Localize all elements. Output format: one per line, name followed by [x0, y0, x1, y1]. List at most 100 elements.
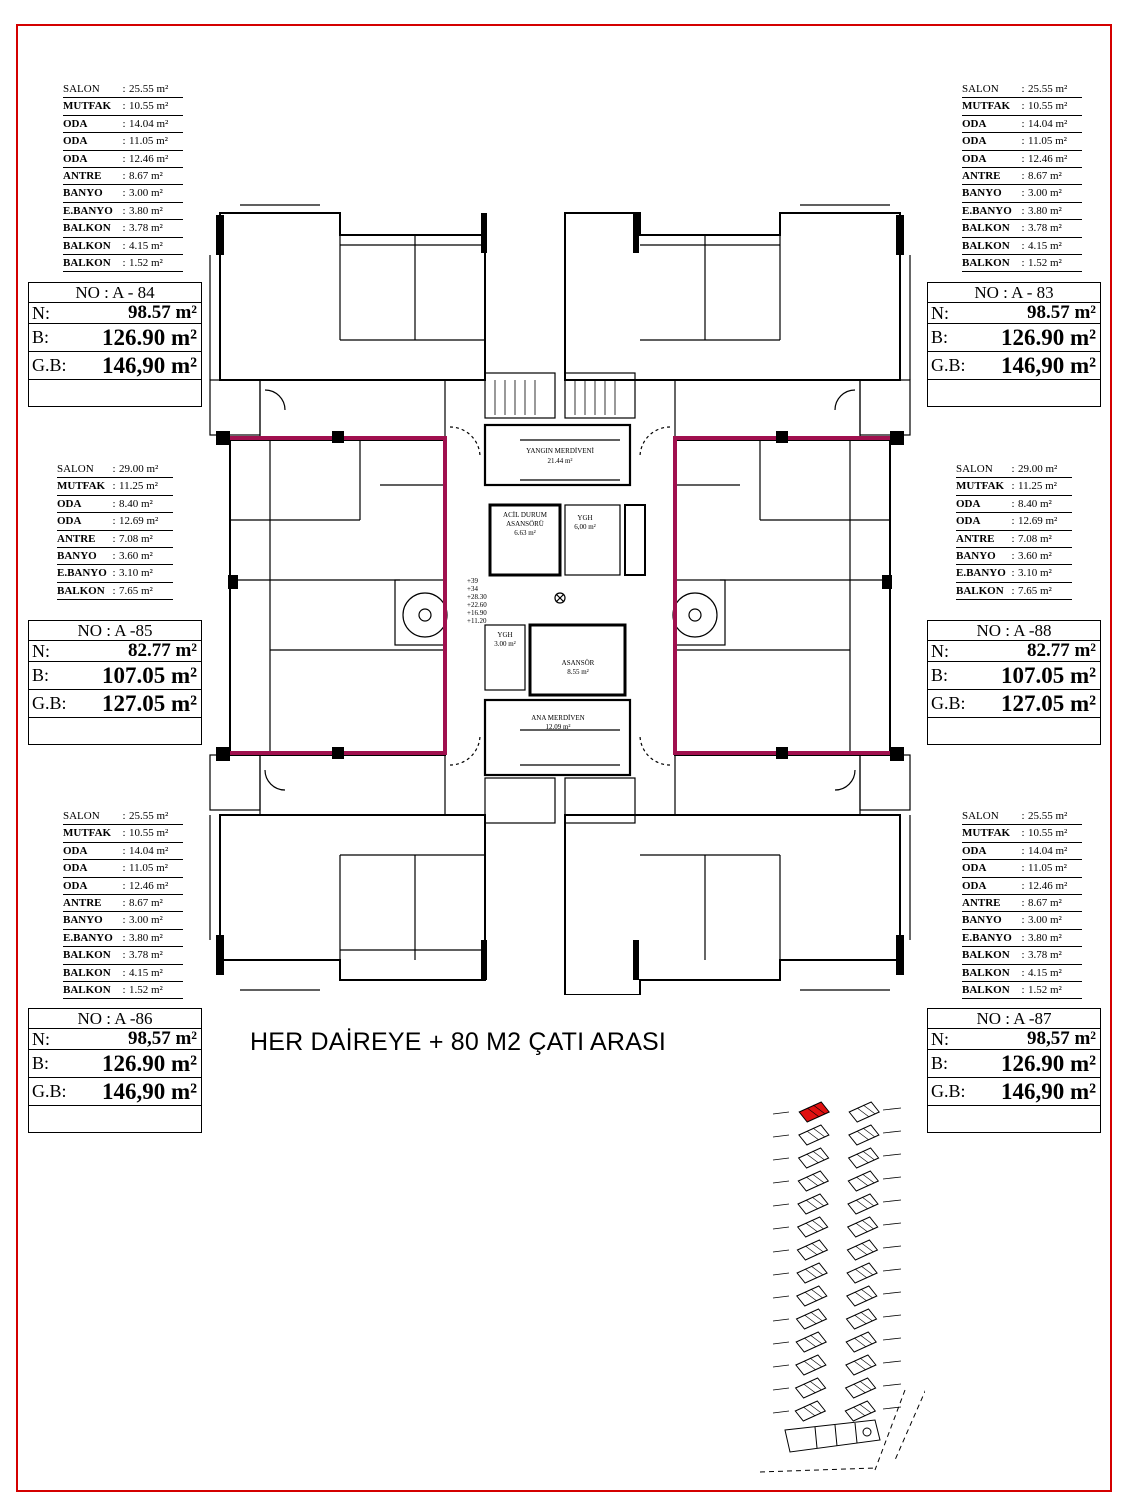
room-name: ODA	[57, 497, 82, 510]
room-name: ODA	[63, 862, 88, 875]
unit-box-a86: NO : A -86 N:98,57 m² B:126.90 m² G.B:14…	[28, 1008, 202, 1133]
room-area: 7.65 m²	[119, 584, 153, 597]
room-name: BANYO	[962, 914, 1002, 927]
gross-label: B:	[32, 665, 50, 685]
separator: :	[122, 931, 126, 944]
tower-floor-plate	[797, 1170, 830, 1192]
room-name: BANYO	[962, 187, 1002, 200]
room-name: E.BANYO	[63, 931, 113, 944]
level-tick	[772, 1203, 790, 1207]
separator: :	[1021, 117, 1025, 130]
separator: :	[1021, 879, 1025, 892]
room-row: E.BANYO:3.80 m²	[63, 930, 183, 948]
room-row: SALON:25.55 m²	[63, 808, 183, 826]
room-row: ODA:14.04 m²	[962, 116, 1082, 134]
separator: :	[1021, 862, 1025, 875]
emergency-elevator-label-1: ACİL DURUM	[503, 511, 548, 519]
level-label: +11.20	[467, 617, 487, 625]
level-tick	[772, 1341, 790, 1345]
room-name: ANTRE	[962, 897, 1001, 910]
room-name: ANTRE	[57, 532, 96, 545]
room-row: ODA:12.46 m²	[962, 151, 1082, 169]
room-row: E.BANYO:3.10 m²	[57, 565, 173, 583]
tower-floor-plate	[847, 1147, 880, 1169]
tower-floor-plate	[798, 1124, 830, 1146]
separator: :	[1011, 584, 1015, 597]
room-name: ODA	[63, 135, 88, 148]
separator: :	[1011, 567, 1015, 580]
room-area: 3.00 m²	[129, 914, 163, 927]
separator: :	[112, 515, 116, 528]
unit-number: NO : A - 83	[928, 283, 1100, 303]
level-tick	[882, 1291, 902, 1295]
room-area: 12.46 m²	[1028, 152, 1068, 165]
level-tick	[882, 1314, 902, 1318]
room-area: 12.69 m²	[1018, 515, 1058, 528]
room-area: 8.40 m²	[119, 497, 153, 510]
net-label: N:	[32, 641, 50, 661]
net-area: 98,57 m²	[1026, 1028, 1096, 1049]
total-gross-label: G.B:	[32, 355, 67, 375]
room-name: ANTRE	[63, 170, 102, 183]
separator: :	[1021, 83, 1025, 95]
room-name: MUTFAK	[956, 480, 1005, 493]
ygh-bottom-label: YGH	[497, 631, 512, 639]
room-row: E.BANYO:3.10 m²	[956, 565, 1072, 583]
fire-stair-area: 21.44 m²	[547, 457, 572, 465]
room-area: 25.55 m²	[1028, 810, 1068, 822]
level-tick	[882, 1360, 902, 1364]
separator: :	[1011, 532, 1015, 545]
room-name: ANTRE	[962, 170, 1001, 183]
level-tick	[882, 1245, 902, 1249]
separator: :	[1021, 257, 1025, 270]
gross-area: 126.90 m²	[1000, 325, 1096, 350]
room-area: 3.78 m²	[1028, 949, 1062, 962]
emergency-elevator-area: 6.63 m²	[514, 529, 536, 537]
room-area: 3.10 m²	[1018, 567, 1052, 580]
separator: :	[1021, 931, 1025, 944]
room-row: BALKON:4.15 m²	[962, 965, 1082, 983]
room-row: BALKON:7.65 m²	[956, 583, 1072, 601]
room-row: ODA:11.05 m²	[63, 133, 183, 151]
separator: :	[112, 584, 116, 597]
room-area: 8.67 m²	[1028, 170, 1062, 183]
room-area: 29.00 m²	[1018, 463, 1058, 475]
separator: :	[112, 497, 116, 510]
total-gross-area: 146,90 m²	[101, 1079, 197, 1104]
level-label: +28.30	[467, 593, 487, 601]
room-name: ODA	[956, 515, 981, 528]
room-row: ODA:12.46 m²	[63, 151, 183, 169]
room-name: BANYO	[63, 914, 103, 927]
separator: :	[122, 152, 126, 165]
room-name: ANTRE	[63, 897, 102, 910]
level-tick	[772, 1318, 790, 1322]
room-area: 4.15 m²	[1028, 966, 1062, 979]
level-tick	[772, 1295, 790, 1299]
level-tick	[772, 1272, 790, 1276]
tower-floor-plate	[797, 1193, 829, 1215]
separator: :	[122, 827, 126, 840]
room-area: 25.55 m²	[129, 810, 169, 822]
room-area: 12.46 m²	[129, 152, 169, 165]
room-area: 8.67 m²	[1028, 897, 1062, 910]
level-tick	[772, 1410, 790, 1414]
room-row: BALKON:1.52 m²	[63, 255, 183, 273]
room-name: BALKON	[962, 239, 1010, 252]
room-name: ODA	[962, 117, 987, 130]
separator: :	[122, 897, 126, 910]
room-area: 4.15 m²	[129, 966, 163, 979]
room-name: E.BANYO	[956, 567, 1006, 580]
room-name: E.BANYO	[962, 931, 1012, 944]
room-row: ODA:8.40 m²	[956, 496, 1072, 514]
level-tick	[882, 1222, 902, 1226]
room-row: MUTFAK:11.25 m²	[57, 478, 173, 496]
room-row: MUTFAK:10.55 m²	[962, 98, 1082, 116]
room-name: BANYO	[63, 187, 103, 200]
room-name: ODA	[57, 515, 82, 528]
separator: :	[1011, 497, 1015, 510]
tower-floor-plate	[796, 1239, 829, 1261]
gross-label: B:	[32, 327, 50, 347]
tower-floor-plate	[845, 1354, 877, 1376]
